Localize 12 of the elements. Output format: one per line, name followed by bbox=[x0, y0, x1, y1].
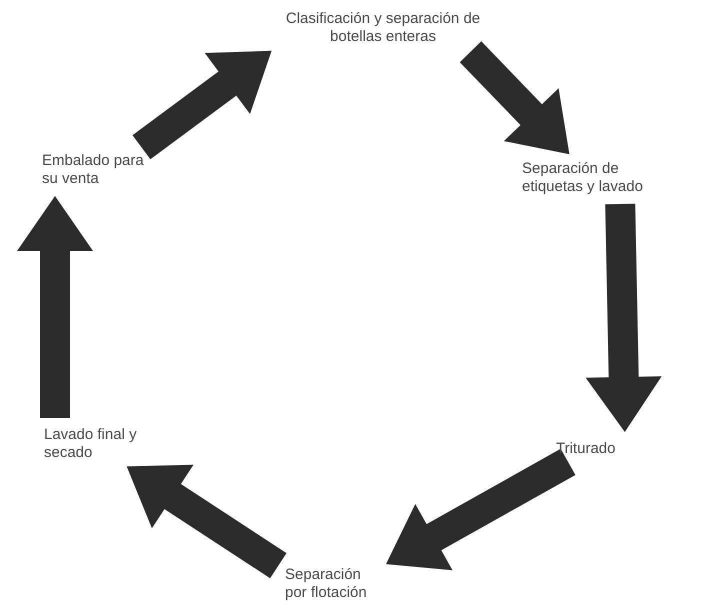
block-arrow bbox=[386, 448, 576, 570]
step-label: Embalado para su venta bbox=[42, 152, 145, 188]
block-arrow bbox=[132, 50, 272, 160]
step-label: Triturado bbox=[556, 440, 616, 458]
block-arrow bbox=[17, 196, 93, 418]
block-arrow bbox=[586, 204, 662, 432]
block-arrow bbox=[460, 41, 570, 154]
block-arrow bbox=[126, 464, 286, 578]
step-label: Lavado final y secado bbox=[44, 426, 138, 462]
step-label: Separación de etiquetas y lavado bbox=[522, 160, 644, 196]
step-label: Separación por flotación bbox=[285, 566, 368, 602]
step-label: Clasificación y separación de botellas enteras bbox=[284, 10, 482, 46]
